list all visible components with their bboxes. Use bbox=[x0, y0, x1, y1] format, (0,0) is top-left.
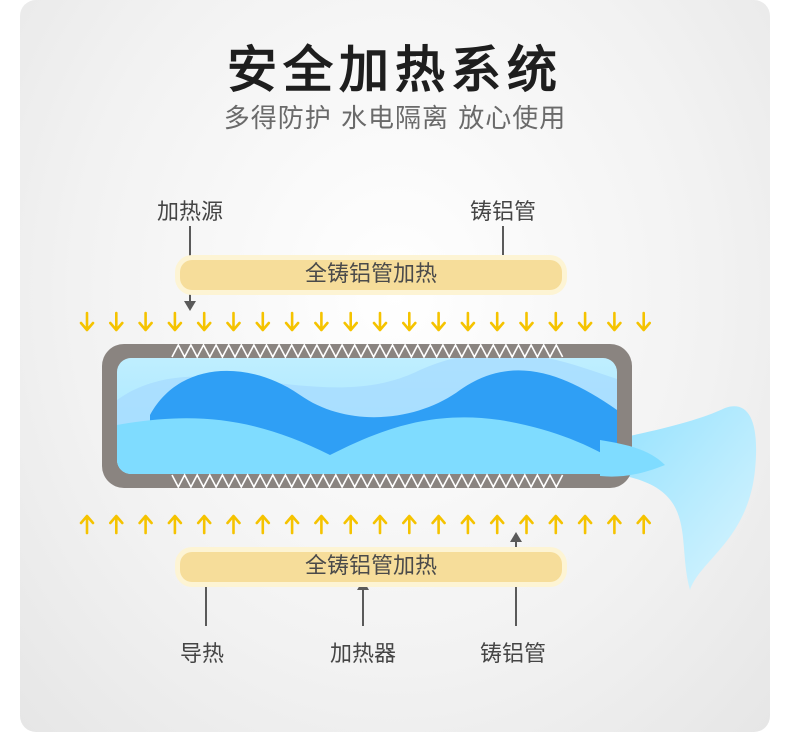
arrow-up-icon bbox=[109, 514, 124, 535]
arrow-down-icon bbox=[167, 311, 183, 332]
label-heat-source: 加热源 bbox=[157, 200, 224, 225]
arrow-down-icon bbox=[636, 311, 651, 332]
arrow-up-icon bbox=[196, 514, 212, 535]
arrow-down-icon bbox=[548, 311, 564, 332]
arrow-up-icon bbox=[431, 514, 446, 535]
heat-fin-zigzag bbox=[171, 343, 564, 359]
arrow-down-icon bbox=[577, 311, 593, 332]
arrow-down-icon bbox=[196, 311, 212, 332]
label-cast-tube-bottom: 铸铝管 bbox=[480, 642, 547, 667]
arrow-down-icon bbox=[372, 311, 388, 332]
arrow-down-icon bbox=[109, 311, 124, 332]
arrow-down-icon bbox=[138, 311, 153, 332]
arrow-down-icon bbox=[343, 311, 358, 332]
label-cast-tube-top: 铸铝管 bbox=[470, 200, 537, 225]
label-heater: 加热器 bbox=[330, 642, 397, 667]
arrow-up-icon bbox=[343, 514, 358, 535]
arrow-up-icon bbox=[402, 514, 417, 535]
heat-fins-bottom bbox=[171, 473, 564, 489]
arrow-down-icon bbox=[255, 311, 271, 332]
arrow-up-icon bbox=[489, 514, 505, 535]
arrow-up-icon bbox=[138, 514, 153, 535]
water-wave-light bbox=[117, 417, 617, 474]
bottom-heating-bar: 全铸铝管加热 bbox=[180, 552, 562, 582]
page-title: 安全加热系统 bbox=[227, 41, 563, 99]
arrow-down-icon bbox=[519, 311, 534, 332]
arrow-down-icon bbox=[284, 311, 300, 332]
arrow-up-icon bbox=[284, 514, 300, 535]
arrow-up-icon bbox=[460, 514, 476, 535]
arrow-up-icon bbox=[607, 514, 622, 535]
arrow-down-icon bbox=[607, 311, 622, 332]
arrow-down-icon bbox=[431, 311, 446, 332]
pointer-cast-tube-bottom-head bbox=[510, 532, 522, 542]
arrows-up-row bbox=[79, 514, 651, 535]
arrow-up-icon bbox=[548, 514, 564, 535]
arrow-down-icon bbox=[402, 311, 417, 332]
arrow-up-icon bbox=[167, 514, 183, 535]
top-heating-bar: 全铸铝管加热 bbox=[180, 260, 562, 290]
page-subtitle: 多得防护 水电隔离 放心使用 bbox=[223, 104, 567, 134]
arrow-down-icon bbox=[314, 311, 329, 332]
heat-fins-top bbox=[171, 343, 564, 359]
pointer-heater-head bbox=[357, 580, 369, 590]
arrow-down-icon bbox=[489, 311, 505, 332]
arrow-down-icon bbox=[226, 311, 241, 332]
arrow-down-icon bbox=[460, 311, 476, 332]
arrow-up-icon bbox=[577, 514, 593, 535]
arrow-up-icon bbox=[636, 514, 651, 535]
water-exit-wave bbox=[600, 440, 665, 477]
heat-fin-zigzag bbox=[171, 473, 564, 489]
arrow-down-icon bbox=[79, 311, 95, 332]
arrow-up-icon bbox=[226, 514, 241, 535]
label-heat-conduction: 导热 bbox=[180, 642, 225, 667]
arrow-up-icon bbox=[372, 514, 388, 535]
arrows-down-row bbox=[79, 311, 651, 332]
arrow-up-icon bbox=[314, 514, 329, 535]
arrow-up-icon bbox=[519, 514, 534, 535]
pointer-heat-source-head bbox=[184, 301, 196, 311]
arrow-up-icon bbox=[255, 514, 271, 535]
arrow-up-icon bbox=[79, 514, 95, 535]
